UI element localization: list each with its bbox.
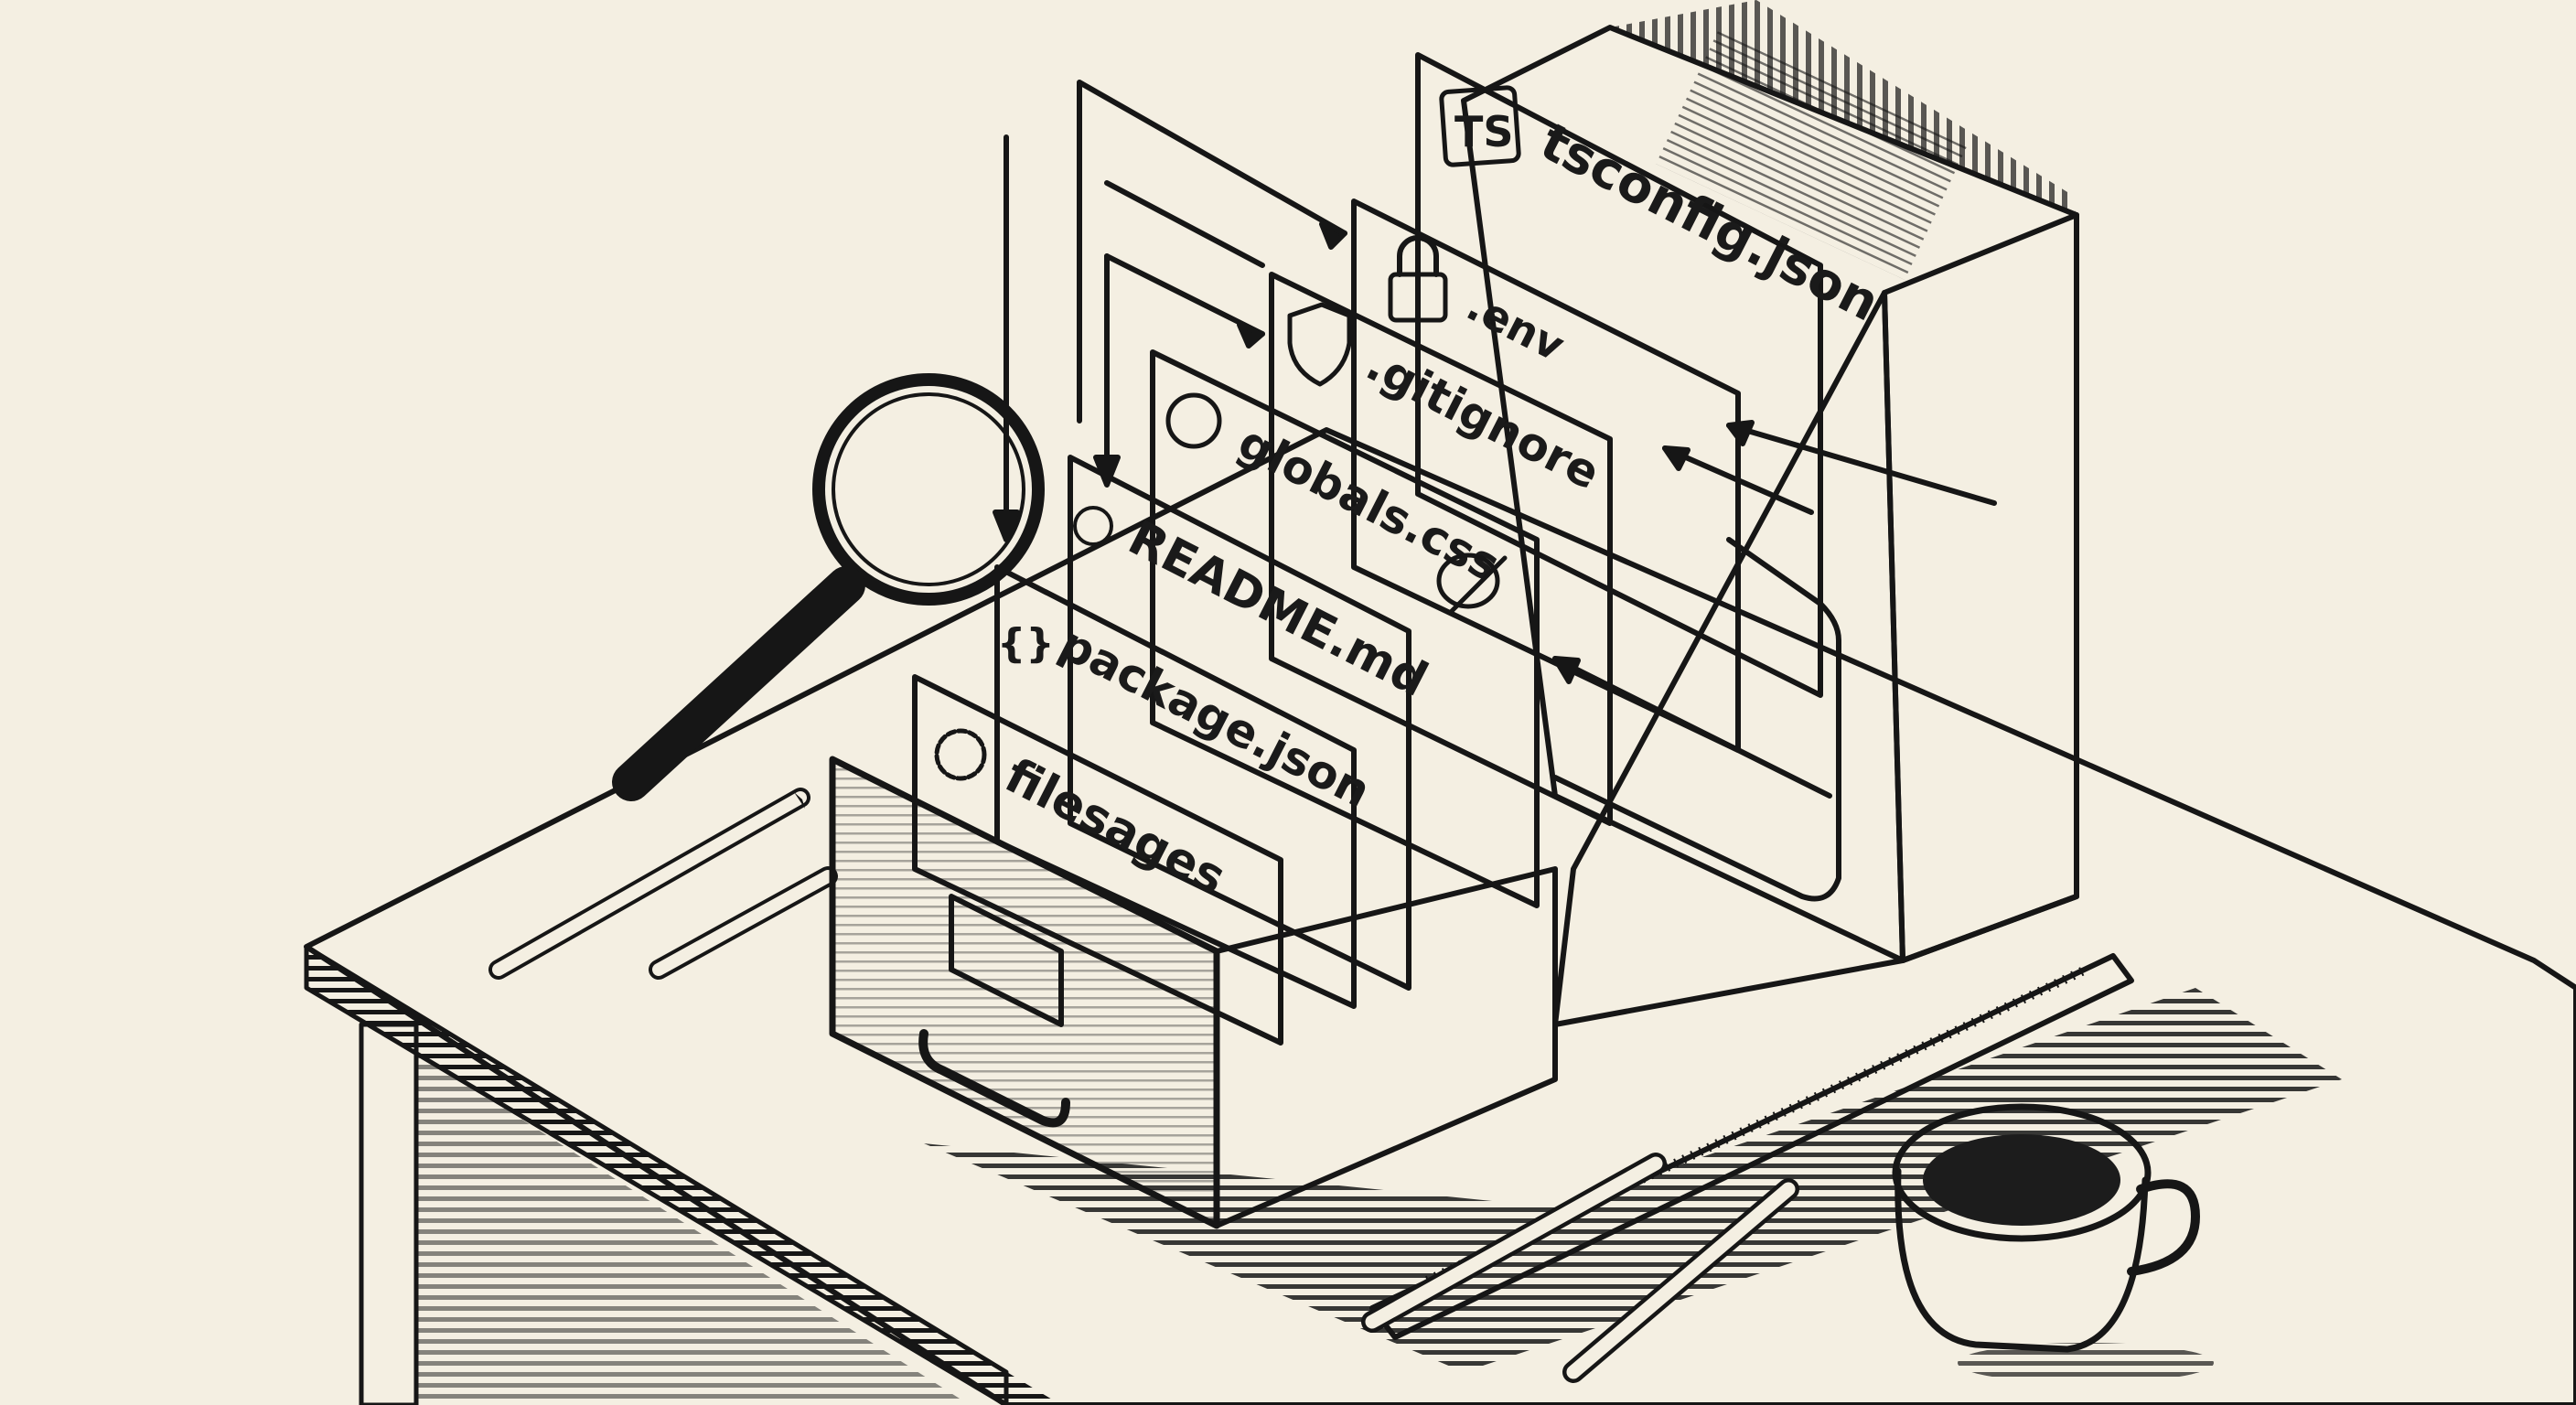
- desk: [304, 427, 2576, 1405]
- curly-braces-icon: {}: [997, 620, 1055, 667]
- coffee: [1923, 1134, 2120, 1226]
- pencil-left-2: [649, 866, 838, 980]
- palette-brush-icon: [1436, 552, 1508, 616]
- pencil-left-1: [488, 788, 810, 980]
- ruler: [1369, 953, 2134, 1340]
- routing-arrows: [993, 80, 1997, 799]
- info-icon: [1165, 392, 1222, 449]
- typescript-badge-icon: TS: [1454, 107, 1514, 156]
- pencil-right-2: [1562, 1178, 1799, 1383]
- magnifying-glass[interactable]: [612, 373, 1045, 801]
- drawer-label-holder: [949, 894, 1064, 1027]
- file-drawer[interactable]: [829, 756, 1558, 1229]
- shield-x-icon: [1287, 302, 1352, 387]
- coffee-mug: [1892, 1103, 2214, 1383]
- padlock-icon: [1388, 235, 1448, 323]
- drawer-handle[interactable]: [918, 1029, 1070, 1128]
- gear-icon: [934, 728, 987, 781]
- pencil-right-1: [1361, 1153, 1667, 1333]
- info-icon-readme: [1073, 506, 1113, 546]
